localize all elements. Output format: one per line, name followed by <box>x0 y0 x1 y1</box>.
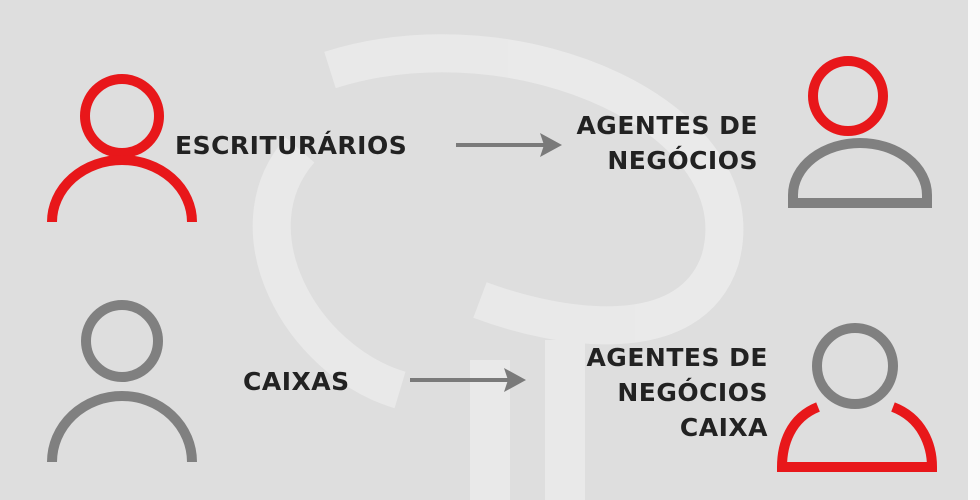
person-red-icon <box>47 74 197 223</box>
person-gray-head-red-body-icon <box>776 323 938 472</box>
to-label-agentes-de-negocios-caixa: AGENTES DE NEGÓCIOS CAIXA <box>586 340 768 445</box>
to-label-line: AGENTES DE <box>586 343 768 372</box>
person-red-head-gray-body-icon <box>788 56 932 208</box>
to-label-agentes-de-negocios: AGENTES DE NEGÓCIOS <box>576 108 758 178</box>
person-gray-icon <box>47 300 197 463</box>
to-label-line: CAIXA <box>679 413 768 442</box>
to-label-line: NEGÓCIOS <box>617 378 768 407</box>
to-label-line: AGENTES DE <box>576 111 758 140</box>
to-label-line: NEGÓCIOS <box>607 146 758 175</box>
arrow-right-icon <box>410 368 526 392</box>
from-label-caixas: CAIXAS <box>243 367 350 396</box>
from-label-escriturarios: ESCRITURÁRIOS <box>175 131 408 160</box>
watermark-logo <box>252 34 744 500</box>
arrow-right-icon <box>456 133 562 157</box>
